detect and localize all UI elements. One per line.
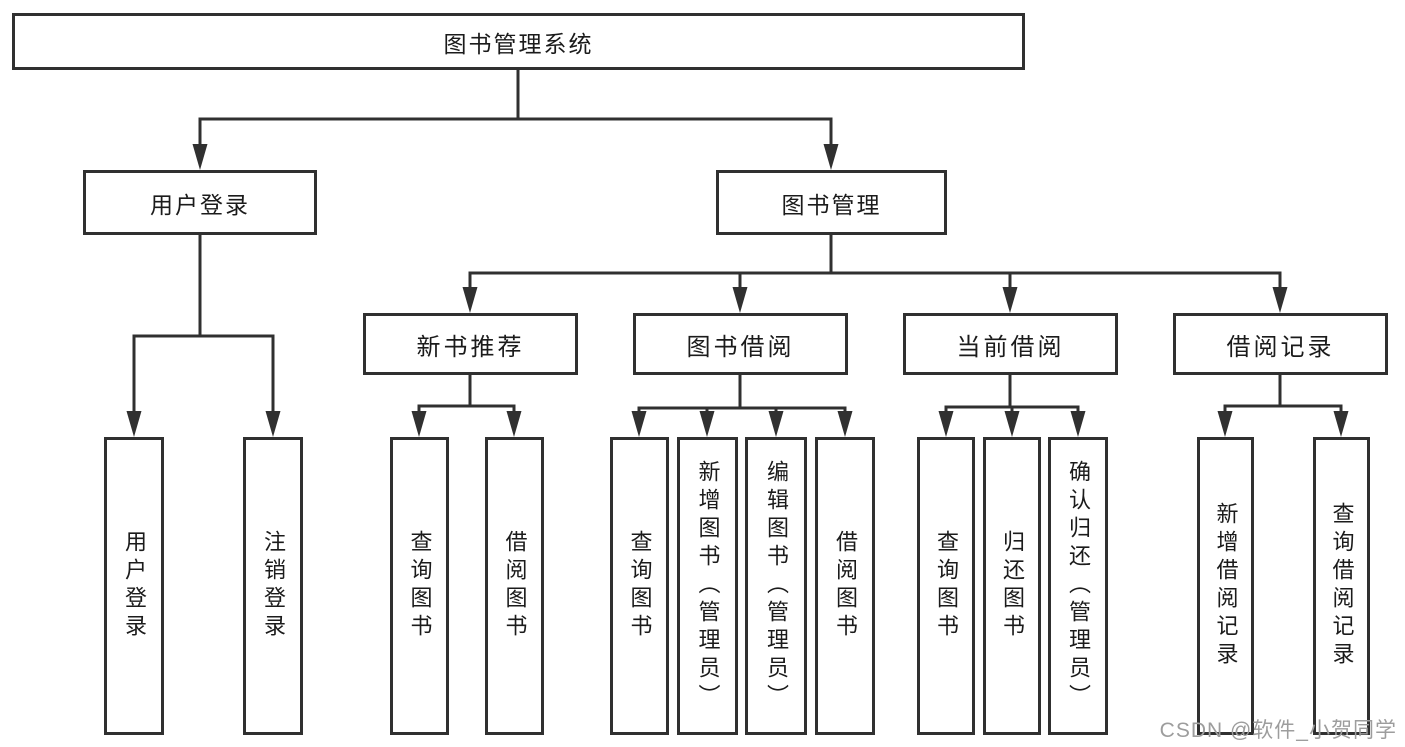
leaf-query-books: 查询图书: [610, 437, 669, 735]
arrowhead: [699, 411, 715, 437]
arrowhead: [462, 287, 478, 313]
arrowhead: [938, 411, 954, 437]
node-label: 编辑图书（管理员）: [764, 460, 789, 712]
node-label: 新增借阅记录: [1213, 502, 1239, 670]
leaf-query-borrow-record: 查询借阅记录: [1313, 437, 1370, 735]
node-label: 借阅图书: [502, 530, 528, 642]
arrowhead: [823, 144, 839, 170]
node-current-borrowing: 当前借阅: [903, 313, 1118, 375]
node-label: 注销登录: [261, 530, 286, 642]
node-user-login: 用户登录: [83, 170, 317, 235]
leaf-return-books: 归还图书: [983, 437, 1041, 735]
node-label: 新书推荐: [416, 333, 525, 361]
leaf-add-book-admin: 新增图书（管理员）: [677, 437, 738, 735]
leaf-query-books: 查询图书: [917, 437, 975, 735]
arrowhead: [1217, 411, 1233, 437]
leaf-confirm-return-admin: 确认归还（管理员）: [1048, 437, 1108, 735]
node-label: 借阅图书: [833, 530, 858, 642]
arrowhead: [768, 411, 784, 437]
node-book-management: 图书管理: [716, 170, 947, 235]
arrowhead: [1272, 287, 1288, 313]
arrowhead: [265, 411, 281, 437]
node-book-borrowing: 图书借阅: [633, 313, 848, 375]
node-label: 查询图书: [934, 530, 959, 642]
arrowhead: [192, 144, 208, 170]
arrowhead: [411, 411, 427, 437]
node-label: 确认归还（管理员）: [1066, 460, 1091, 712]
node-new-book-recommendation: 新书推荐: [363, 313, 578, 375]
leaf-borrow-books: 借阅图书: [485, 437, 544, 735]
arrowhead: [732, 287, 748, 313]
node-label: 图书借阅: [686, 333, 795, 361]
leaf-edit-book-admin: 编辑图书（管理员）: [745, 437, 807, 735]
arrowhead: [631, 411, 647, 437]
arrowhead: [506, 411, 522, 437]
node-library-management-system: 图书管理系统: [12, 13, 1025, 70]
node-label: 查询图书: [627, 530, 653, 642]
node-label: 用户登录: [122, 530, 147, 642]
node-label: 图书管理系统: [443, 30, 594, 57]
node-label: 查询图书: [407, 530, 433, 642]
node-label: 当前借阅: [956, 333, 1065, 361]
arrowhead: [1004, 411, 1020, 437]
watermark: CSDN @软件_小贺同学: [1159, 719, 1397, 742]
arrowhead: [1333, 411, 1349, 437]
node-label: 用户登录: [150, 191, 250, 218]
leaf-logout: 注销登录: [243, 437, 303, 735]
node-borrowing-records: 借阅记录: [1173, 313, 1388, 375]
node-label: 归还图书: [1000, 530, 1025, 642]
node-label: 借阅记录: [1226, 333, 1335, 361]
arrowhead: [1070, 411, 1086, 437]
arrowhead: [1002, 287, 1018, 313]
leaf-query-books: 查询图书: [390, 437, 449, 735]
leaf-borrow-books: 借阅图书: [815, 437, 875, 735]
node-label: 新增图书（管理员）: [695, 460, 721, 712]
node-label: 图书管理: [781, 191, 882, 218]
node-label: 查询借阅记录: [1329, 502, 1355, 670]
leaf-user-login: 用户登录: [104, 437, 164, 735]
arrowhead: [837, 411, 853, 437]
leaf-add-borrow-record: 新增借阅记录: [1197, 437, 1254, 735]
arrowhead: [126, 411, 142, 437]
